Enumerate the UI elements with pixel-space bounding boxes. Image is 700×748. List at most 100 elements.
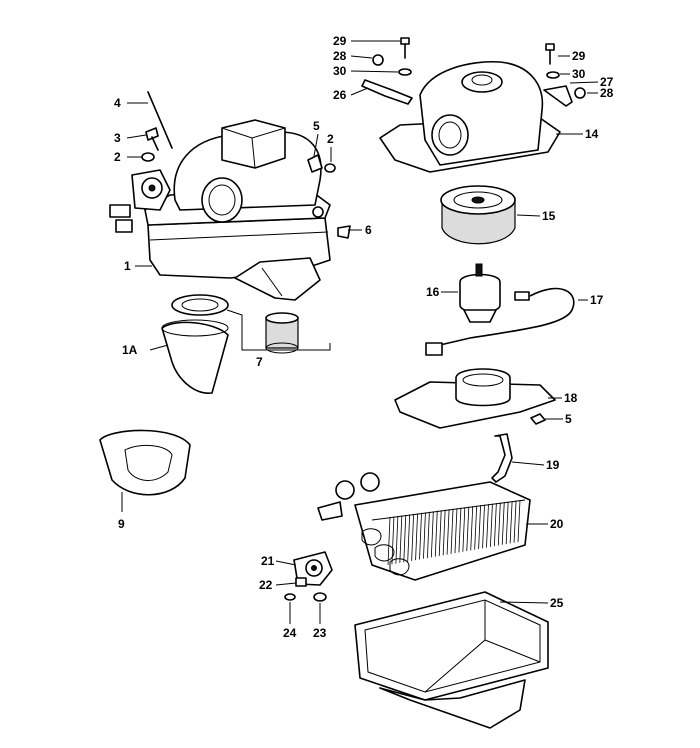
callout-29-right: 29 (572, 49, 586, 63)
callout-17: 17 (590, 293, 604, 307)
nut-part-5a (307, 154, 323, 173)
clip-part-6 (337, 225, 351, 239)
bracket-part-19 (491, 433, 513, 483)
washer-part-24 (284, 593, 296, 601)
filter-part-7 (265, 312, 299, 354)
base-plate-part-18 (394, 368, 556, 429)
washer-part-2a (141, 152, 155, 162)
washer-part-30b (546, 71, 560, 79)
heat-exchanger-fin (493, 503, 497, 547)
callout-1a: 1A (122, 343, 138, 357)
blower-motor-part-16 (459, 263, 501, 323)
heat-exchanger-fin (505, 501, 509, 545)
callout-15: 15 (542, 209, 556, 223)
callout-1: 1 (124, 259, 131, 273)
seal-part-9 (99, 429, 191, 496)
heat-exchanger-fin (490, 503, 493, 547)
heat-exchanger-fin (482, 504, 485, 549)
lower-tray-part-25 (354, 591, 549, 729)
heat-exchanger-fin (470, 506, 474, 551)
heat-exchanger-fin (430, 511, 434, 558)
hardware-left (141, 91, 351, 239)
bracket-part-27 (543, 85, 573, 107)
heat-exchanger-fin (387, 516, 391, 566)
callout-30-right: 30 (572, 67, 586, 81)
bolt-part-29b (545, 43, 555, 51)
heat-exchanger-fin (415, 513, 418, 561)
bolt-part-3 (145, 127, 159, 151)
bracket-part-26 (361, 79, 413, 105)
heat-exchanger-fin (434, 510, 438, 557)
callout-5-left: 5 (313, 119, 320, 133)
fan-wheel-part-15 (440, 185, 516, 245)
duct-part-1a (161, 319, 229, 394)
heat-exchanger-fin (458, 507, 462, 553)
callout-5-right: 5 (565, 412, 572, 426)
heat-exchanger-fin (403, 514, 407, 563)
washer-part-2b (324, 163, 336, 173)
wire-harness-part-17 (425, 287, 575, 356)
callout-21: 21 (261, 554, 275, 568)
callout-7: 7 (256, 355, 263, 369)
heat-exchanger-part-20 (317, 472, 531, 581)
heat-exchanger-fin (513, 500, 517, 543)
heat-exchanger-fin (501, 502, 505, 545)
callout-2-left: 2 (114, 150, 121, 164)
nut-part-28a (372, 54, 384, 66)
callout-18: 18 (564, 391, 578, 405)
seal-ring-part-23 (313, 592, 327, 602)
heat-exchanger-fin (462, 507, 466, 552)
gasket-part-7 (171, 294, 229, 316)
heat-exchanger-fin (419, 512, 422, 560)
plug-part-22 (295, 577, 307, 587)
callout-27: 27 (600, 75, 614, 89)
heat-exchanger-fin (446, 509, 450, 555)
callout-3: 3 (114, 131, 121, 145)
heater-housing-assembly (109, 119, 331, 301)
callout-22: 22 (259, 578, 273, 592)
heat-exchanger-fin (438, 510, 442, 556)
nut-part-5b (530, 413, 546, 425)
heat-exchanger-fin (423, 512, 426, 559)
callout-26: 26 (333, 88, 347, 102)
heat-exchanger-fin (450, 508, 454, 554)
callout-28-right: 28 (600, 86, 614, 100)
heat-exchanger-fin (442, 509, 446, 556)
callout-9: 9 (118, 517, 125, 531)
leader-lines (121, 40, 599, 624)
heat-exchanger-fin (509, 501, 513, 544)
callout-19: 19 (546, 458, 560, 472)
bolt-part-29a (400, 37, 410, 45)
rod-part-4 (147, 91, 173, 149)
heat-exchanger-fin (454, 508, 458, 554)
heat-exchanger-fin (411, 513, 415, 561)
blower-cover-part-14 (379, 60, 561, 173)
heat-exchanger-fin (426, 511, 430, 559)
heat-exchanger-fin (486, 504, 489, 548)
callout-4: 4 (114, 96, 121, 110)
callout-2-right: 2 (327, 132, 334, 146)
callout-25: 25 (550, 596, 564, 610)
heat-exchanger-fin (497, 502, 501, 546)
heat-exchanger-fin (478, 505, 482, 549)
nut-part-28b (574, 87, 586, 99)
callout-14: 14 (585, 127, 599, 141)
heat-exchanger-fin (395, 515, 399, 564)
callout-23: 23 (313, 626, 327, 640)
heat-exchanger-fin (474, 505, 478, 550)
washer-part-30a (398, 68, 412, 76)
heat-exchanger-fin (399, 515, 403, 563)
callout-28-left: 28 (333, 49, 347, 63)
callout-30-left: 30 (333, 64, 347, 78)
callout-16: 16 (426, 285, 440, 299)
callout-24: 24 (283, 626, 297, 640)
callout-labels: 4 3 2 1 1A 5 2 6 7 9 29 28 30 26 29 30 2… (114, 34, 614, 640)
heat-exchanger-fin (466, 506, 470, 552)
callout-20: 20 (550, 517, 564, 531)
hardware-top (361, 37, 586, 107)
callout-6: 6 (365, 223, 372, 237)
heat-exchanger-fin (407, 514, 411, 562)
callout-29-left: 29 (333, 34, 347, 48)
heat-exchanger-fin (517, 499, 521, 543)
